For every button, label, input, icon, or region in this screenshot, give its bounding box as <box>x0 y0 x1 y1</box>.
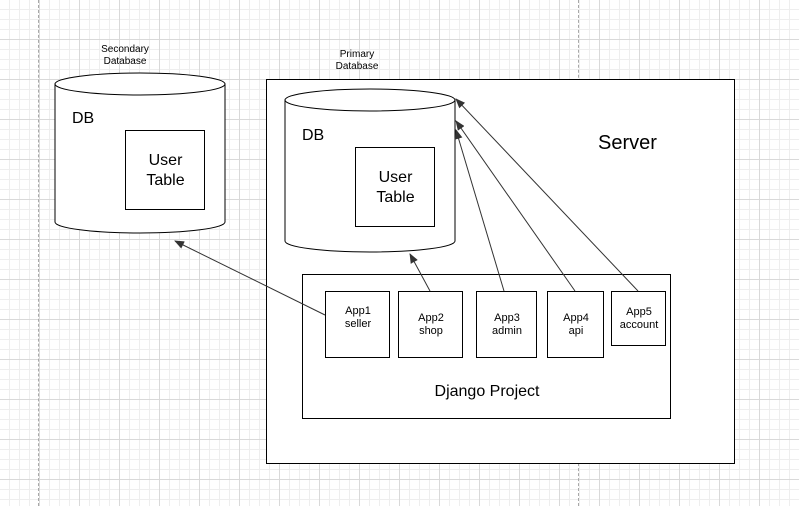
connector-app2-to-primary-db[interactable] <box>409 253 431 292</box>
app5-label: App5 account <box>619 305 659 331</box>
connector-app1-to-secondary-db[interactable] <box>174 240 326 316</box>
connector-app4-to-primary-db[interactable] <box>455 120 576 292</box>
primary-user-table-box[interactable] <box>355 147 435 227</box>
primary-user-table-label: User Table <box>376 169 415 206</box>
app1-label: App1 seller <box>344 304 372 330</box>
primary-database-caption: Primary Database <box>335 49 379 72</box>
page-guide-left <box>38 0 39 506</box>
server-label: Server <box>598 132 657 154</box>
secondary-database-caption: Secondary Database <box>101 44 149 67</box>
django-project-label: Django Project <box>434 383 540 400</box>
app4-label: App4 api <box>563 311 589 337</box>
connector-app5-to-primary-db[interactable] <box>455 98 639 292</box>
primary-db-label: DB <box>302 127 325 144</box>
connector-app3-to-primary-db[interactable] <box>454 129 505 292</box>
app2-label: App2 shop <box>418 311 444 337</box>
app5-box[interactable] <box>611 291 666 346</box>
app1-box[interactable] <box>325 291 390 358</box>
secondary-user-table-box[interactable] <box>125 130 205 210</box>
app3-box[interactable] <box>476 291 537 358</box>
secondary-user-table-label: User Table <box>146 152 185 189</box>
secondary-db-label: DB <box>72 110 95 127</box>
app3-label: App3 admin <box>492 311 522 337</box>
app2-box[interactable] <box>398 291 463 358</box>
app4-box[interactable] <box>547 291 604 358</box>
